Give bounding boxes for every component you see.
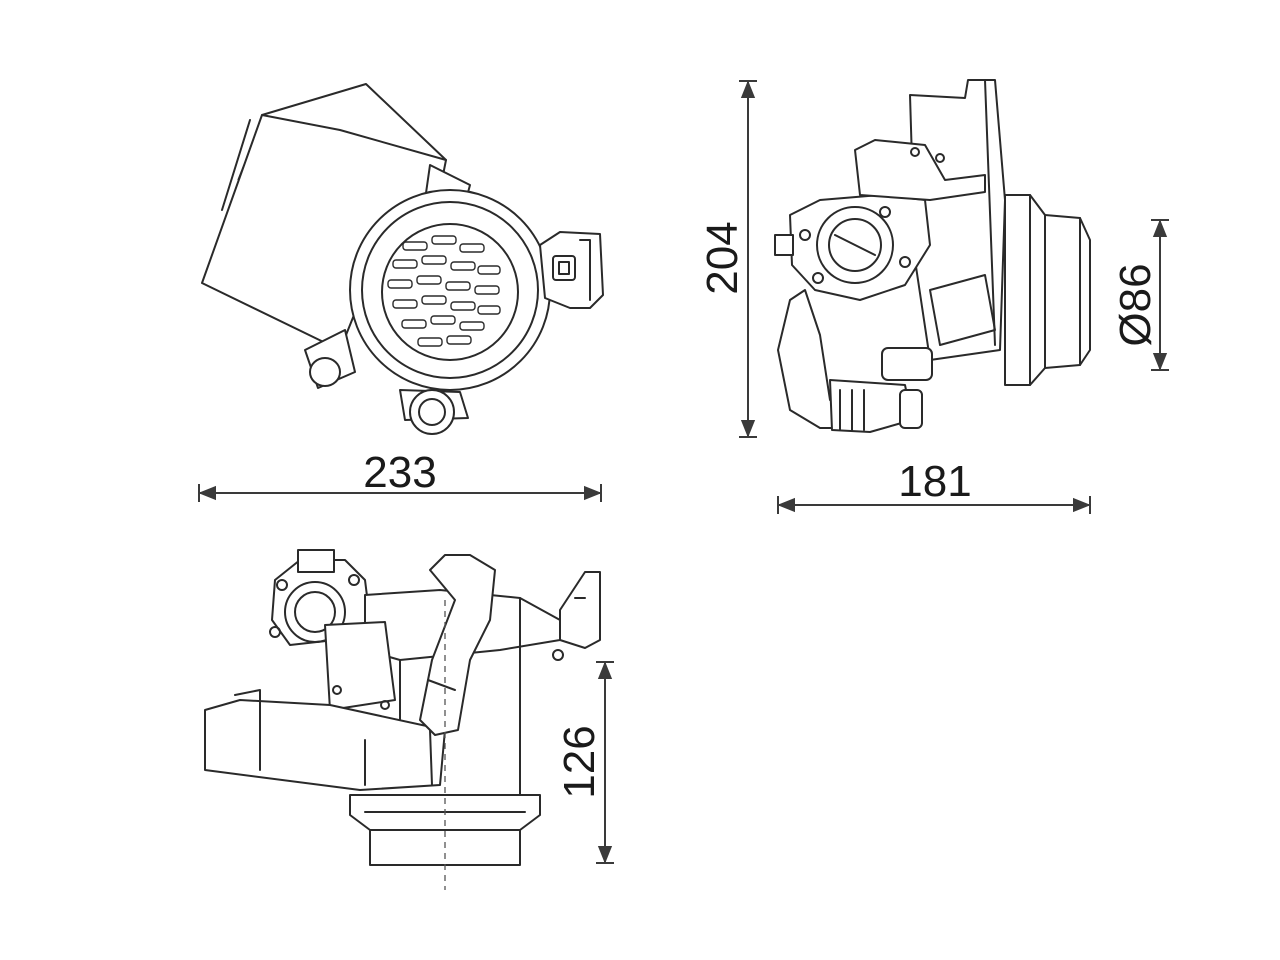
top-view — [204, 549, 601, 890]
dim-diameter-outlet: Ø86 — [1111, 263, 1160, 346]
dim-height-side: 204 — [698, 221, 747, 294]
dim-width-side: 181 — [898, 457, 971, 506]
dim-height-top: 126 — [555, 725, 604, 798]
dimension-lines — [198, 80, 1169, 864]
cooler-fins — [387, 235, 501, 347]
front-view — [201, 83, 604, 435]
dim-width-front: 233 — [363, 448, 436, 497]
side-view — [774, 79, 1091, 433]
